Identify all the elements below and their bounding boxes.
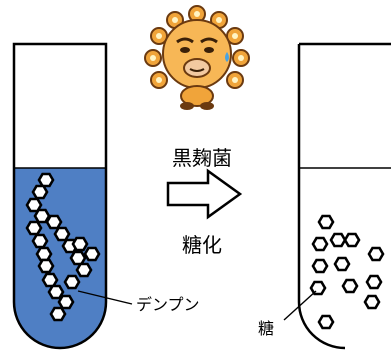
right-arrow-icon (166, 168, 243, 220)
koji-mold-label: 黒麹菌 (172, 146, 232, 170)
saccharification-label: 糖化 (182, 233, 222, 257)
sugar-leader-line (283, 290, 317, 321)
left-tube-outline (12, 42, 108, 350)
right-test-tube (283, 42, 391, 350)
left-test-tube (12, 42, 133, 350)
starch-label: デンプン (136, 295, 200, 314)
sugar-label: 糖 (258, 319, 274, 338)
sugar-molecules (309, 214, 385, 330)
sun-mascot-icon (144, 5, 250, 110)
starch-leader-line (77, 290, 133, 305)
